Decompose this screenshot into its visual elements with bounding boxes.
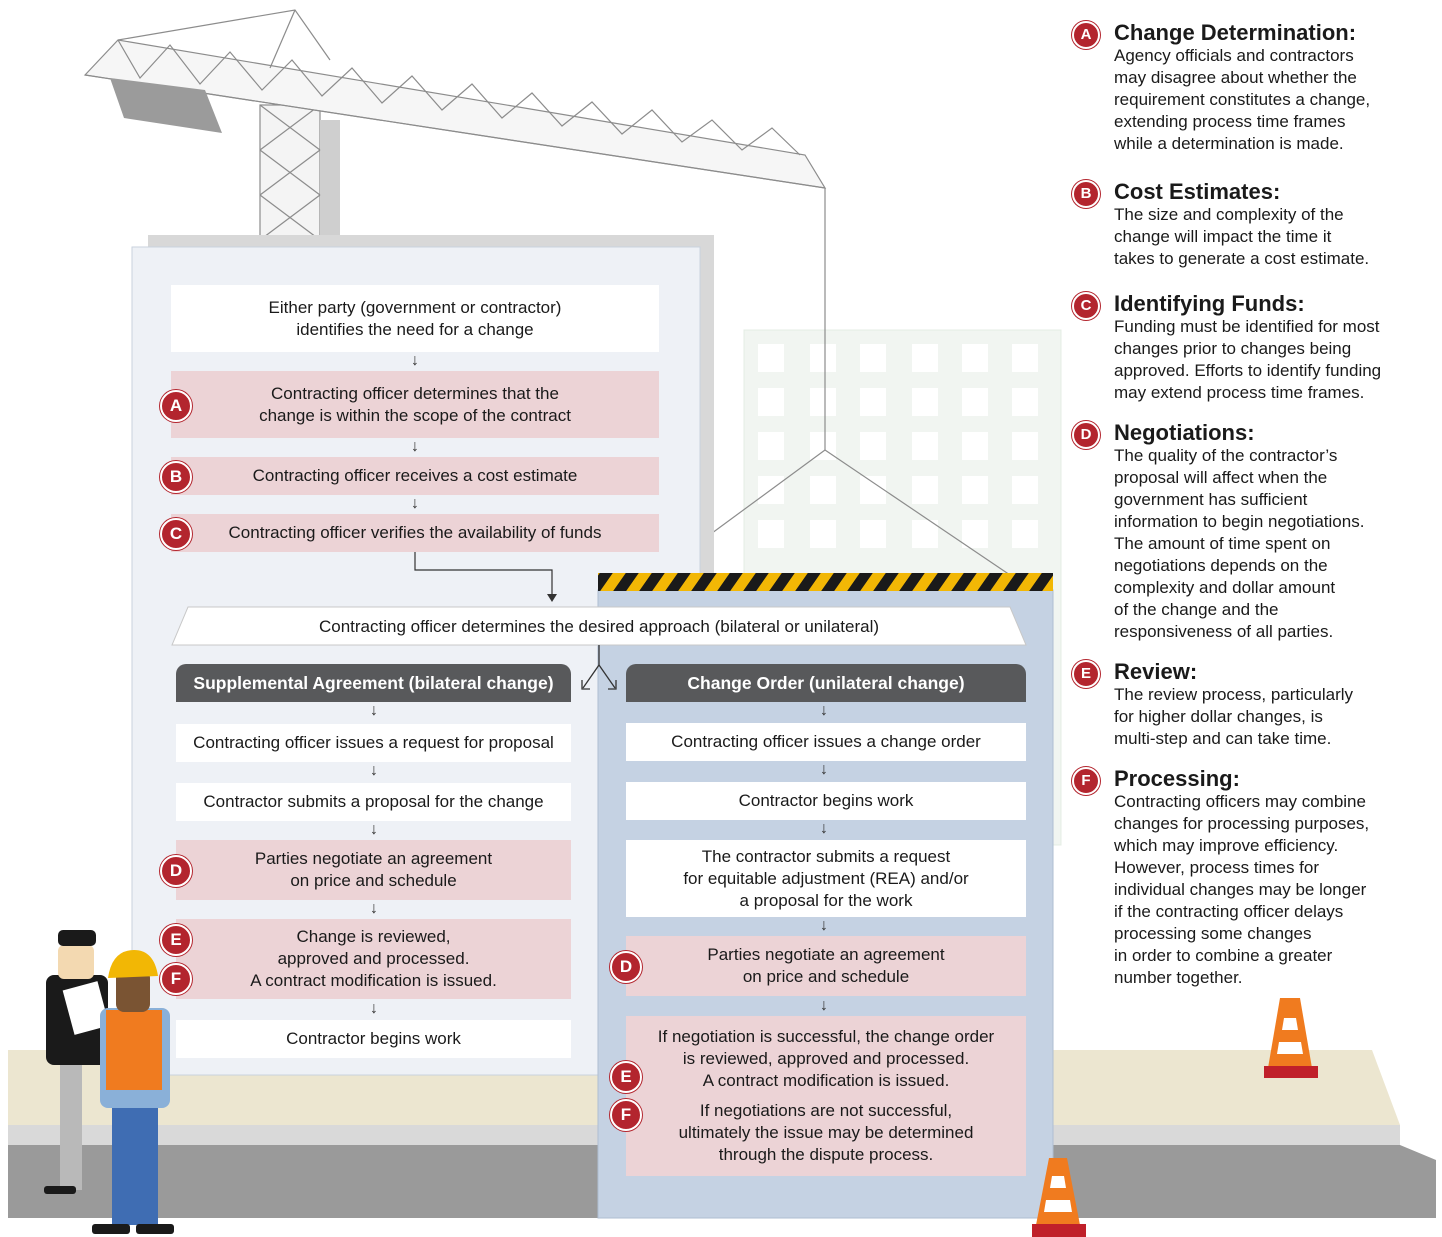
arrow-down-icon: ↓ (370, 1000, 378, 1017)
arrow-down-icon: ↓ (820, 997, 828, 1014)
badge-d: D (610, 951, 642, 983)
legend-text: The quality of the contractor’s proposal… (1114, 446, 1365, 641)
flow-step-scope: Contracting officer determines that the … (171, 371, 659, 438)
badge-f: F (1072, 767, 1100, 795)
flow-step-cost-estimate: Contracting officer receives a cost esti… (171, 457, 659, 495)
legend-title: Cost Estimates: (1114, 179, 1281, 204)
legend-text: The size and complexity of the change wi… (1114, 205, 1370, 268)
arrow-down-icon: ↓ (370, 702, 378, 719)
arrow-down-icon: ↓ (820, 761, 828, 778)
supplemental-step-negotiate: Parties negotiate an agreement on price … (176, 840, 571, 900)
badge-d: D (1072, 421, 1100, 449)
badge-b: B (1072, 180, 1100, 208)
arrow-down-icon: ↓ (370, 821, 378, 838)
supplemental-step-begin-work: Contractor begins work (176, 1020, 571, 1058)
arrow-down-icon: ↓ (370, 762, 378, 779)
legend-text: Agency officials and contractors may dis… (1114, 46, 1371, 153)
supplemental-header: Supplemental Agreement (bilateral change… (176, 664, 571, 702)
connector-line (414, 550, 553, 598)
arrow-down-icon: ↓ (820, 702, 828, 719)
change-order-step-negotiate: Parties negotiate an agreement on price … (626, 936, 1026, 996)
badge-f: F (610, 1099, 642, 1131)
change-order-step-rea: The contractor submits a request for equ… (626, 840, 1026, 917)
worker-woman-icon (92, 950, 174, 1234)
change-order-step-begin-work: Contractor begins work (626, 782, 1026, 820)
badge-f: F (160, 963, 192, 995)
flow-approach: Contracting officer determines the desir… (318, 617, 880, 636)
supplemental-step-proposal: Contractor submits a proposal for the ch… (176, 783, 571, 821)
badge-a: A (160, 390, 192, 422)
arrow-down-icon: ↓ (370, 900, 378, 917)
badge-a: A (1072, 21, 1100, 49)
change-order-step-outcome: If negotiation is successful, the change… (626, 1016, 1026, 1176)
flow-step-funds: Contracting officer verifies the availab… (171, 514, 659, 552)
legend-text: The review process, particularly for hig… (1114, 685, 1354, 748)
crane (83, 9, 1011, 576)
arrow-down-icon: ↓ (411, 438, 419, 455)
legend-title: Identifying Funds: (1114, 291, 1305, 316)
arrow-down-icon: ↓ (820, 917, 828, 934)
badge-e: E (1072, 660, 1100, 688)
change-order-step-issue: Contracting officer issues a change orde… (626, 723, 1026, 761)
supplemental-step-review: Change is reviewed, approved and process… (176, 919, 571, 999)
supplemental-step-rfp: Contracting officer issues a request for… (176, 724, 571, 762)
badge-c: C (1072, 292, 1100, 320)
legend-title: Processing: (1114, 766, 1240, 791)
legend-text: Funding must be identified for most chan… (1114, 317, 1382, 402)
arrow-down-icon: ↓ (411, 495, 419, 512)
arrow-down-icon: ↓ (820, 820, 828, 837)
flow-step-identify-need: Either party (government or contractor) … (171, 285, 659, 352)
legend-text: Contracting officers may combine changes… (1114, 792, 1370, 987)
badge-c: C (160, 518, 192, 550)
badge-e: E (160, 924, 192, 956)
badge-b: B (160, 461, 192, 493)
legend-title: Review: (1114, 659, 1198, 684)
arrow-down-icon: ↓ (411, 352, 419, 369)
outcome-success-text: If negotiation is successful, the change… (657, 1027, 995, 1090)
badge-e: E (610, 1061, 642, 1093)
cone-icon (1032, 1158, 1086, 1237)
cone-icon (1264, 998, 1318, 1078)
hazard-stripe (598, 573, 1053, 591)
outcome-failure-text: If negotiations are not successful, ulti… (678, 1101, 974, 1164)
change-order-header: Change Order (unilateral change) (626, 664, 1026, 702)
split-arrows (581, 645, 617, 690)
approach-shape (171, 606, 1027, 646)
legend-title: Negotiations: (1114, 420, 1255, 445)
worker-man-icon (44, 930, 110, 1194)
legend-title: Change Determination: (1114, 20, 1357, 45)
badge-d: D (160, 855, 192, 887)
